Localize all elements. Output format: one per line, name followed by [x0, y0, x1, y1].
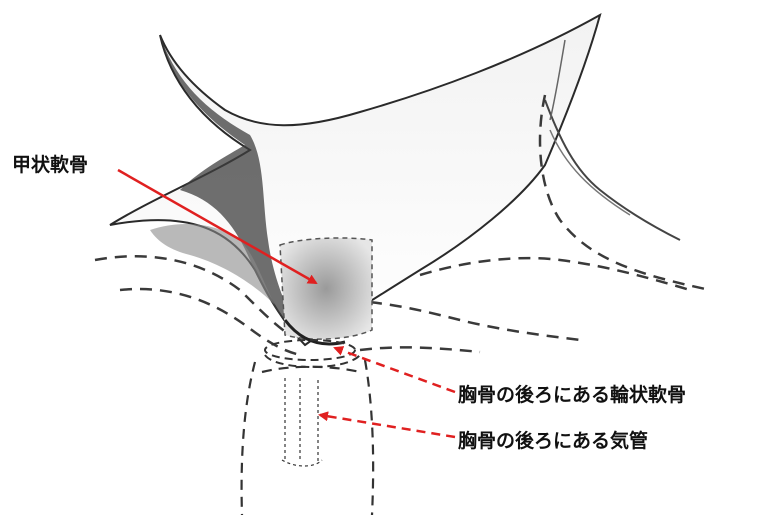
thyroid-cartilage-label: 甲状軟骨: [12, 150, 88, 177]
trachea-label: 胸骨の後ろにある気管: [458, 426, 648, 453]
arrow-trachea: [320, 415, 455, 437]
thyroid-cartilage: [280, 238, 372, 344]
cricoid-cartilage: [265, 340, 360, 367]
cricoid-cartilage-label: 胸骨の後ろにある輪状軟骨: [458, 380, 686, 407]
skin-flap: [110, 15, 680, 345]
trachea: [242, 360, 374, 515]
